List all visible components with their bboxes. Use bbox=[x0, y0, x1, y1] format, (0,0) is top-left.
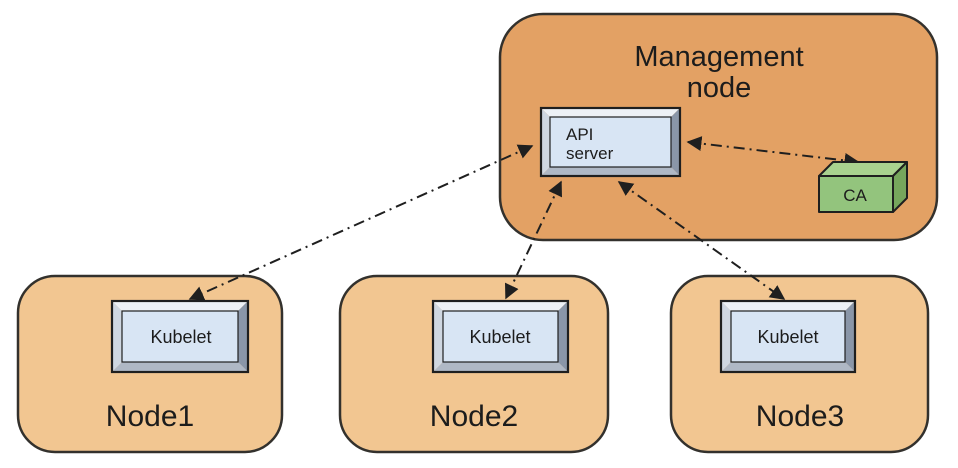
panel-outline bbox=[431, 299, 570, 374]
bevel-right bbox=[671, 108, 680, 176]
ca-box bbox=[818, 161, 908, 213]
management-node-title-line2: node bbox=[687, 72, 752, 104]
bevel-bottom bbox=[721, 362, 855, 372]
panel-outline bbox=[719, 299, 857, 374]
node2-label: Node2 bbox=[430, 400, 518, 433]
node1-label: Node1 bbox=[106, 400, 194, 433]
bevel-bottom bbox=[541, 167, 680, 176]
panel-face bbox=[121, 310, 239, 363]
bevel-right bbox=[558, 301, 568, 372]
bevel-left bbox=[541, 108, 550, 176]
panel-outline bbox=[110, 299, 250, 374]
kubelet3-box bbox=[719, 299, 857, 374]
panel-face bbox=[730, 310, 846, 363]
bevel-top bbox=[433, 301, 568, 311]
bevel-bottom bbox=[112, 362, 248, 372]
kubelet3-label: Kubelet bbox=[757, 327, 818, 347]
bevel-left bbox=[433, 301, 443, 372]
panel-face bbox=[442, 310, 559, 363]
bevel-right bbox=[845, 301, 855, 372]
api-server-label-line2: server bbox=[566, 144, 614, 163]
kubelet2-box bbox=[431, 299, 570, 374]
connector-api-to-kubelet3 bbox=[617, 181, 786, 300]
node3-label: Node3 bbox=[756, 400, 844, 433]
bevel-bottom bbox=[433, 362, 568, 372]
panel-face bbox=[549, 116, 672, 168]
bevel-top bbox=[541, 108, 680, 117]
panel-outline bbox=[539, 106, 682, 178]
bevel-left bbox=[721, 301, 731, 372]
ca-label: CA bbox=[843, 186, 867, 205]
api-server-box bbox=[539, 106, 682, 178]
bevel-right bbox=[238, 301, 248, 372]
ca-box-front-face bbox=[818, 175, 894, 213]
connector-api-to-ca bbox=[686, 136, 860, 168]
api-server-label-line1: API bbox=[566, 125, 593, 144]
connector-api-to-kubelet1 bbox=[188, 144, 534, 301]
kubelet1-box bbox=[110, 299, 250, 374]
bevel-left bbox=[112, 301, 122, 372]
bevel-top bbox=[721, 301, 855, 311]
kubelet1-label: Kubelet bbox=[150, 327, 211, 347]
management-node-title-line1: Management bbox=[634, 41, 803, 73]
bevel-top bbox=[112, 301, 248, 311]
kubelet2-label: Kubelet bbox=[469, 327, 530, 347]
